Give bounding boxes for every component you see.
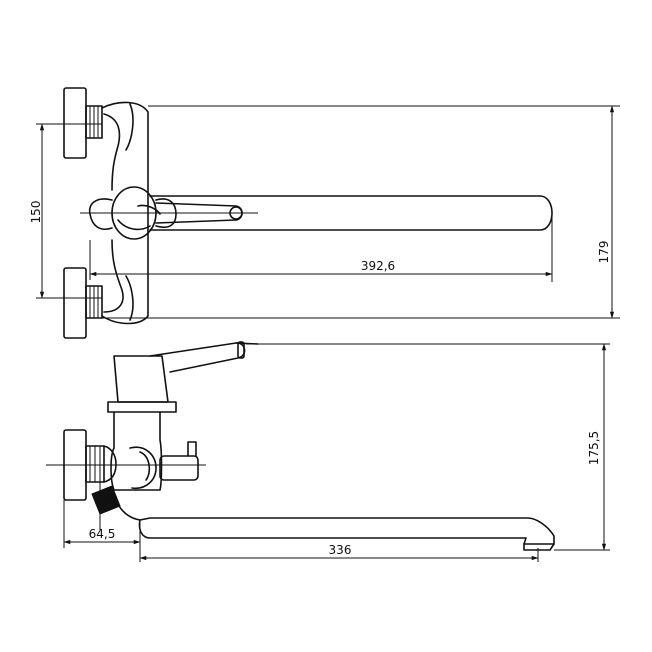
dimension-179-label: 179 (597, 241, 611, 264)
mixer-body (101, 101, 149, 325)
dimension-inlet-offset: 64,5 (63, 527, 141, 545)
lower-inlet-nut (63, 267, 87, 339)
threaded-connector (91, 485, 121, 515)
dimension-inlet-spacing: 150 (29, 123, 45, 299)
dimension-spout-length: 392,6 (89, 259, 553, 277)
dimension-336-label: 336 (329, 543, 352, 557)
dimension-64-label: 64,5 (89, 527, 116, 541)
spout-side-view (138, 517, 555, 545)
dimension-175-label: 175,5 (587, 431, 601, 465)
dimension-top-height: 179 (597, 105, 615, 319)
mixer-body-side (110, 411, 163, 491)
diverter-knob (159, 455, 199, 481)
cartridge-cap (113, 355, 169, 403)
upper-inlet-nut (63, 87, 87, 159)
dimension-side-height: 175,5 (587, 343, 607, 551)
dimension-392-label: 392,6 (361, 259, 395, 273)
dimension-spout-reach: 336 (139, 543, 539, 561)
front-view (36, 87, 620, 339)
side-view (46, 341, 610, 562)
dimension-150-label: 150 (29, 201, 43, 224)
